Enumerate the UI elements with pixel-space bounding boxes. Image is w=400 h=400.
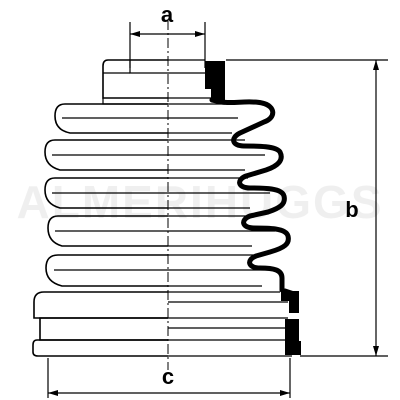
boot-wall-section [205,61,301,355]
dimension-c-label: c [162,364,174,389]
boot-inner-lines-right [168,59,292,357]
watermark-text: ALMERIHUGGS [17,176,384,228]
dimension-a: a [129,2,206,68]
dimension-b-label: b [345,197,358,222]
boot-outline-left [32,59,168,357]
dimension-c: c [47,358,291,398]
dimension-a-label: a [161,2,174,27]
dimension-b: b [226,59,388,357]
